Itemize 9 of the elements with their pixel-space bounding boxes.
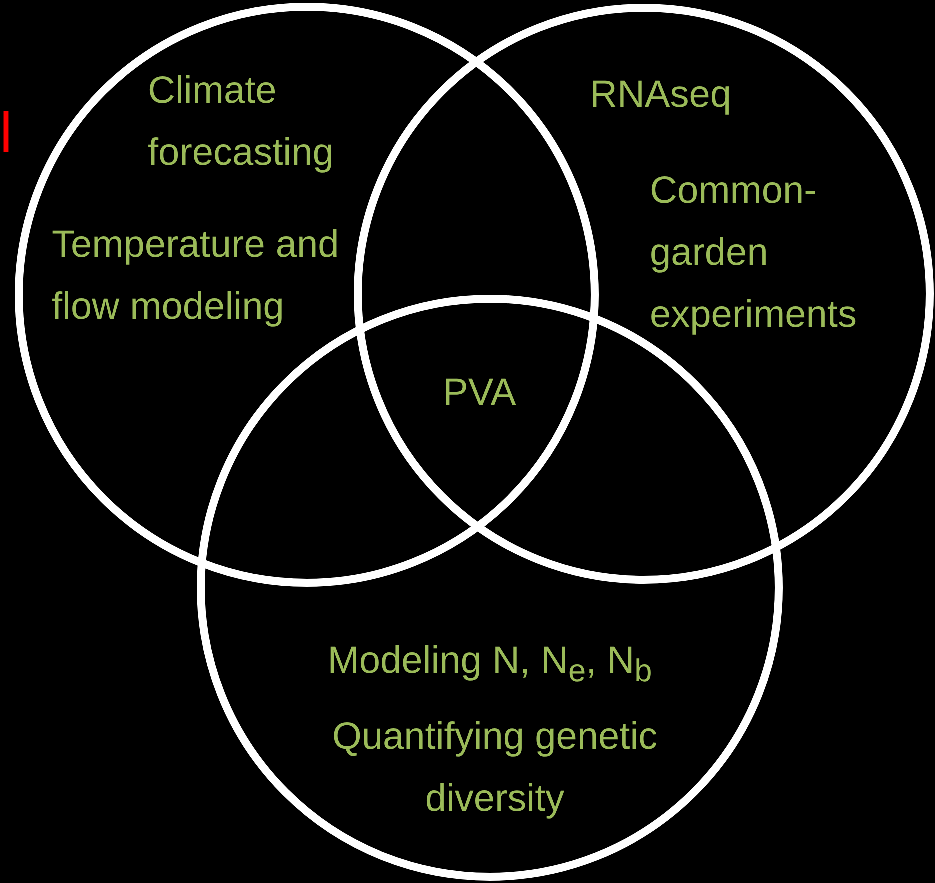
venn-label: RNAseq — [590, 73, 732, 118]
venn-label: Climate forecasting — [148, 69, 335, 176]
venn-circle — [354, 4, 934, 584]
venn-label: Common-garden experiments — [650, 169, 858, 338]
overlap-label: PVA — [443, 372, 516, 415]
venn-label: Temperature and flow modeling — [52, 223, 340, 330]
venn-label: Modeling N, N$_{e}$, N$_{b}$ — [326, 639, 654, 691]
venn-label: Quantifying genetic diversity — [331, 715, 659, 822]
text-fragment: l — [0, 100, 12, 165]
